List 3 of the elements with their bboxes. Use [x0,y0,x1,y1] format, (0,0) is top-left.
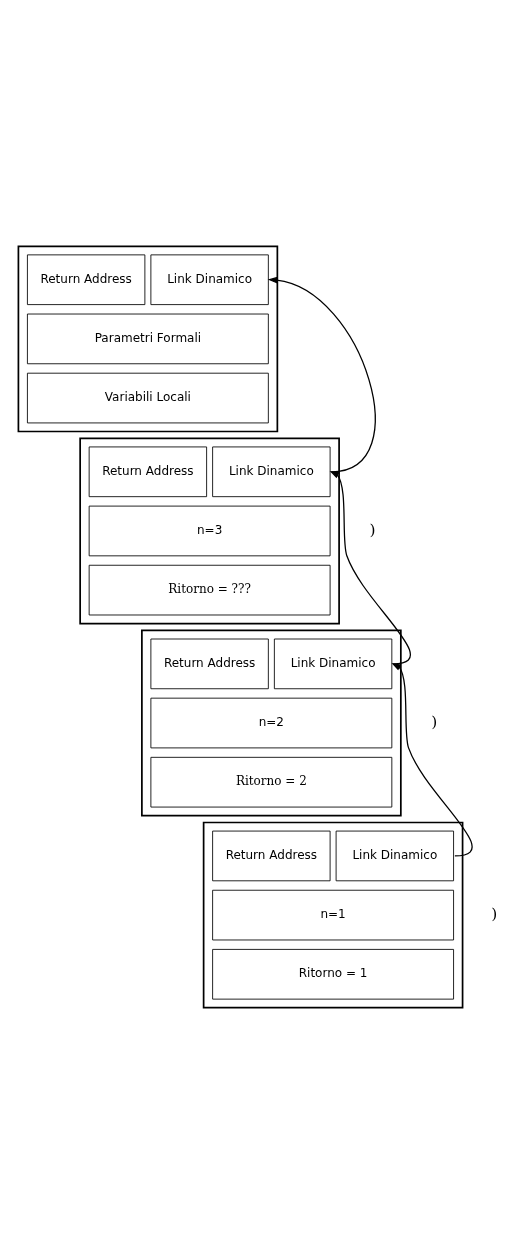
label: ) [369,520,376,539]
label: ) [491,904,498,923]
label: ) [431,712,438,731]
